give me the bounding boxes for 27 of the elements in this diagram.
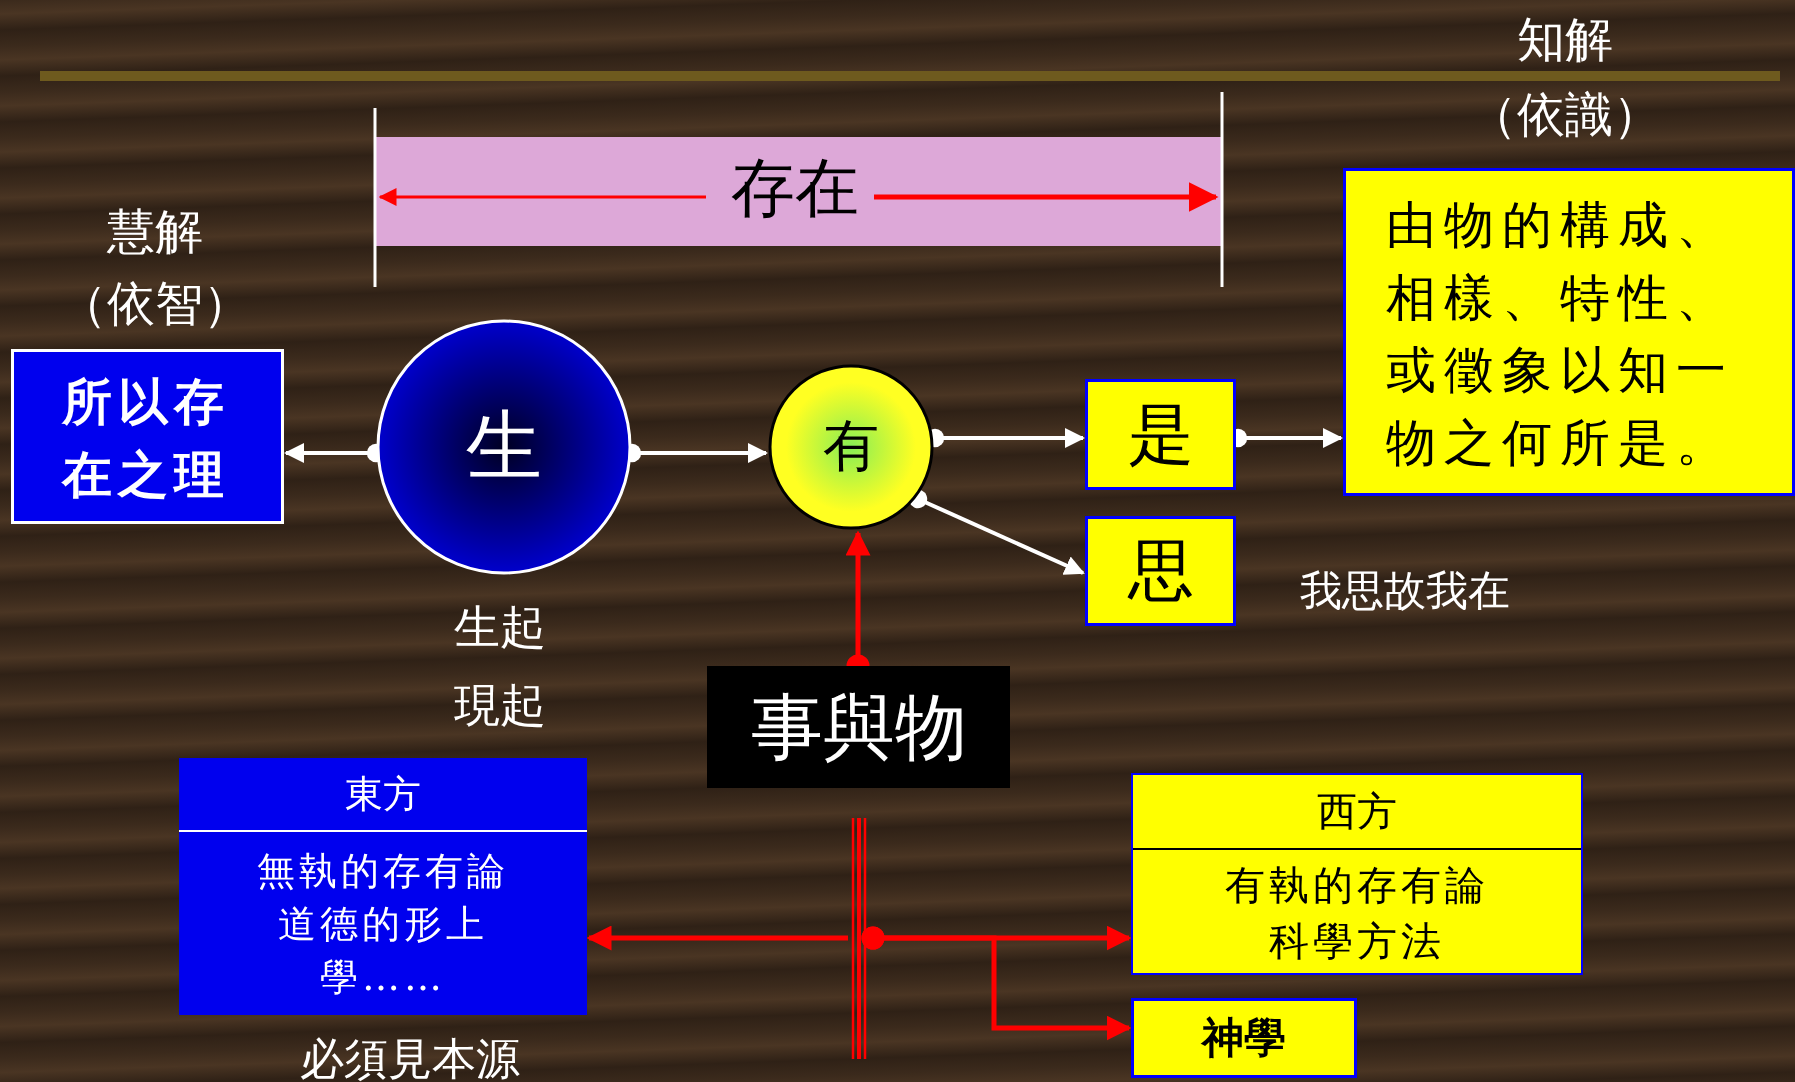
panel-text: 有執的存有論科學方法 [1224, 860, 1490, 966]
band [375, 137, 1221, 246]
node-label: 慧解 [106, 202, 204, 261]
panel-heading: 西方 [1133, 775, 1581, 850]
circle-node: 有 [768, 364, 934, 530]
arrow [586, 925, 848, 951]
panel-heading: 東方 [179, 758, 587, 832]
node-label: 生起 [453, 599, 547, 656]
label-box: 是 [1085, 379, 1236, 490]
node-label: （依智） [58, 274, 252, 333]
title-box: 事與物 [707, 666, 1010, 788]
node-label: 現起 [453, 677, 547, 734]
node-label: 我思故我在 [1299, 565, 1511, 617]
node-label: （依識） [1468, 85, 1662, 144]
concept-box: 所以存在之理 [11, 349, 284, 524]
text-box: 由物的構成、相樣、特性、或徵象以知一物之何所是。 [1343, 168, 1795, 496]
circle-node: 生 [376, 319, 632, 575]
node-label: 必須見本源 [299, 1032, 521, 1082]
label-box: 思 [1085, 516, 1236, 626]
panel-box [179, 758, 587, 1015]
panel-text: 無執的存有論道德的形上學…… [256, 847, 510, 1002]
arrow [861, 926, 1132, 1041]
node-label: 知解 [1516, 10, 1614, 69]
label-box: 神學 [1131, 998, 1357, 1078]
triple-line-bar [850, 818, 868, 1059]
arrow [908, 489, 1085, 575]
panel-box [1131, 773, 1583, 975]
